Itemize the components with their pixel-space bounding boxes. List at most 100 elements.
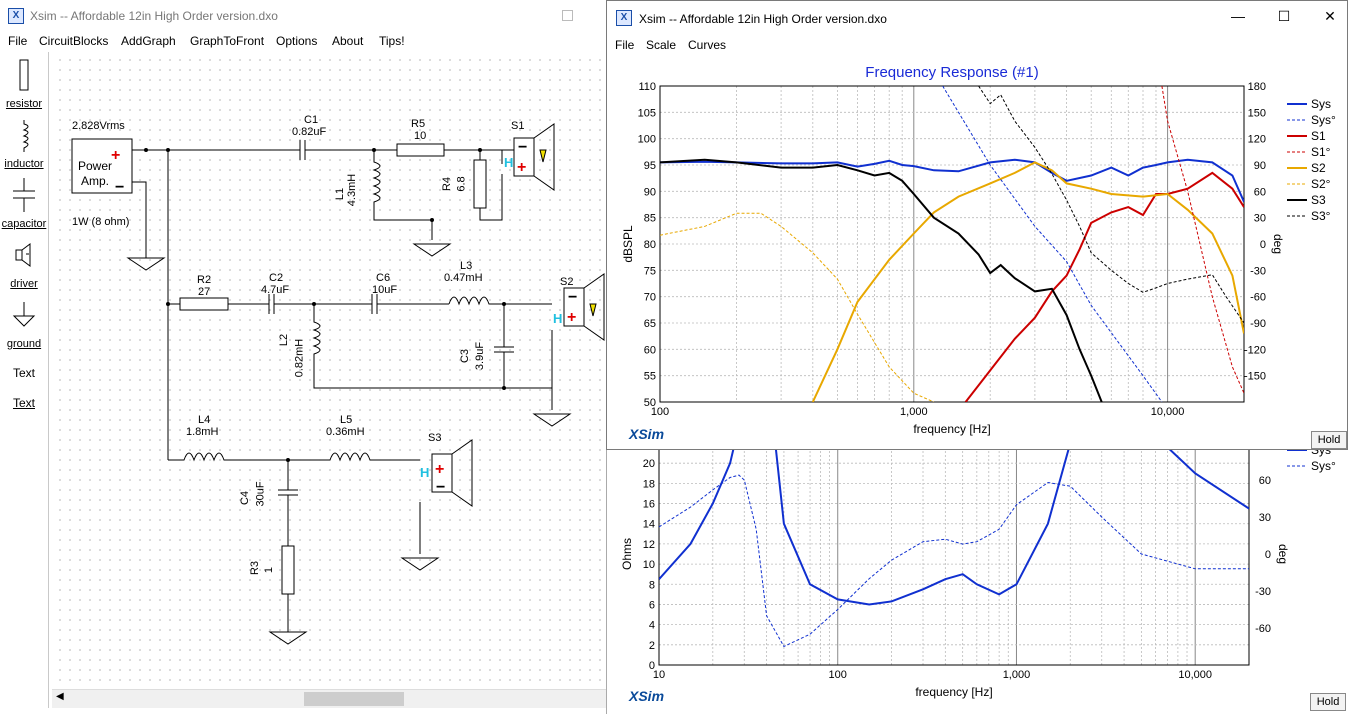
menu-file[interactable]: File bbox=[8, 34, 28, 48]
palette-label-driver[interactable]: driver bbox=[10, 278, 38, 290]
series-group bbox=[660, 86, 1244, 402]
inductor-tool[interactable]: inductor bbox=[0, 118, 48, 180]
hscroll-thumb[interactable] bbox=[304, 692, 404, 706]
series-line-sys-phase bbox=[659, 474, 1249, 648]
impedance-window: 101001,00010,000222018161412108642060300… bbox=[606, 446, 1348, 714]
s2-name: S2 bbox=[560, 276, 574, 288]
palette-label-ground[interactable]: ground bbox=[6, 338, 42, 350]
x-tick-label: 1,000 bbox=[900, 406, 928, 418]
palette-label-resistor[interactable]: resistor bbox=[5, 98, 43, 110]
close-button[interactable]: ✕ bbox=[1307, 1, 1348, 31]
x-tick-label: 10,000 bbox=[1178, 669, 1212, 681]
ground-tool[interactable]: ground bbox=[0, 298, 48, 360]
s3-name: S3 bbox=[428, 432, 442, 444]
legend-entry: S3 bbox=[1311, 193, 1326, 207]
y-tick-label: 110 bbox=[638, 81, 656, 93]
r4-value: 6.8 bbox=[455, 176, 468, 192]
resistor-tool[interactable]: resistor bbox=[0, 58, 48, 120]
close-icon: ✕ bbox=[1324, 8, 1336, 24]
legend-entry: S1° bbox=[1311, 145, 1331, 159]
menu-circuitblocks[interactable]: CircuitBlocks bbox=[39, 34, 109, 48]
schematic-canvas[interactable]: +− +− +− +− H H H 2.828Vrms Power Amp. 1… bbox=[52, 52, 606, 689]
palette-label-inductor[interactable]: inductor bbox=[4, 158, 44, 170]
c2-value: 4.7uF bbox=[261, 284, 290, 296]
series-line-s2-phase bbox=[660, 212, 935, 402]
l2-name: L2 bbox=[278, 333, 291, 347]
y2-axis-label: deg bbox=[1276, 544, 1290, 564]
y-tick-label: 75 bbox=[644, 265, 656, 277]
y-tick-label: 8 bbox=[649, 579, 655, 591]
driver-tool[interactable]: driver bbox=[0, 238, 48, 300]
y-axis-label: dBSPL bbox=[621, 225, 635, 263]
schematic-menubar: File CircuitBlocks AddGraph GraphToFront… bbox=[0, 31, 606, 51]
l3-name: L3 bbox=[460, 260, 473, 272]
schematic-hscrollbar[interactable]: ◀ bbox=[52, 689, 606, 708]
maximize-button[interactable]: ☐ bbox=[1261, 1, 1307, 31]
minimize-button[interactable]: — bbox=[1215, 1, 1261, 31]
svg-text:+: + bbox=[567, 309, 576, 326]
frequency-hold-button[interactable]: Hold bbox=[1311, 431, 1347, 449]
graph-menu-scale[interactable]: Scale bbox=[646, 38, 677, 52]
svg-text:−: − bbox=[568, 289, 577, 306]
l4-name: L4 bbox=[198, 414, 211, 426]
y-tick-label: 55 bbox=[644, 371, 656, 383]
frequency-window: X Xsim -- Affordable 12in High Order ver… bbox=[606, 0, 1348, 450]
l1-value: 4.3mH bbox=[346, 173, 359, 207]
window-title: Xsim -- Affordable 12in High Order versi… bbox=[30, 9, 278, 23]
menu-addgraph[interactable]: AddGraph bbox=[121, 34, 176, 48]
text-tool-label[interactable]: Text bbox=[12, 366, 35, 380]
menu-about[interactable]: About bbox=[332, 34, 364, 48]
impedance-hold-button[interactable]: Hold bbox=[1310, 693, 1346, 711]
source-voltage: 2.828Vrms bbox=[72, 120, 125, 132]
x-tick-label: 100 bbox=[651, 406, 669, 418]
ground-icon bbox=[12, 302, 36, 327]
legend-entry: Sys° bbox=[1311, 113, 1336, 127]
driver-icon bbox=[15, 243, 31, 267]
maximize-icon[interactable] bbox=[562, 10, 573, 21]
chart-title: Frequency Response (#1) bbox=[865, 64, 1038, 81]
menu-options[interactable]: Options bbox=[276, 34, 318, 48]
schematic-titlebar[interactable]: X Xsim -- Affordable 12in High Order ver… bbox=[0, 0, 606, 30]
graph-menu-curves[interactable]: Curves bbox=[688, 38, 727, 52]
r3-name: R3 bbox=[249, 560, 262, 576]
r2-value: 27 bbox=[198, 286, 211, 298]
scroll-left-icon[interactable]: ◀ bbox=[56, 691, 64, 702]
palette-label-capacitor[interactable]: capacitor bbox=[1, 218, 47, 230]
y-tick-label: 85 bbox=[644, 213, 656, 225]
series-line-s3-phase bbox=[978, 86, 1244, 324]
series-line-s3 bbox=[660, 158, 1103, 402]
app-icon: X bbox=[8, 8, 24, 24]
svg-text:H: H bbox=[553, 311, 562, 326]
text-tool[interactable]: Text bbox=[0, 366, 48, 390]
component-palette: resistor inductor capacitor driver groun… bbox=[0, 52, 49, 708]
y-tick-label: 18 bbox=[643, 478, 655, 490]
amp-label-amp: Amp. bbox=[81, 174, 110, 188]
r5-name: R5 bbox=[411, 118, 426, 130]
y2-tick-label: 60 bbox=[1254, 186, 1266, 198]
schematic-window: X Xsim -- Affordable 12in High Order ver… bbox=[0, 0, 606, 714]
svg-text:−: − bbox=[518, 139, 527, 156]
frequency-menubar: File Scale Curves bbox=[607, 35, 1347, 55]
svg-text:H: H bbox=[504, 155, 513, 170]
frequency-titlebar[interactable]: X Xsim -- Affordable 12in High Order ver… bbox=[607, 1, 1347, 31]
plot-frame bbox=[659, 85, 1245, 403]
y-tick-label: 20 bbox=[643, 458, 655, 470]
text-link-tool[interactable]: Text bbox=[0, 396, 48, 420]
y-axis-label: Ohms bbox=[620, 538, 634, 570]
series-line-s1 bbox=[964, 171, 1244, 402]
minimize-icon: — bbox=[1231, 8, 1245, 24]
svg-text:+: + bbox=[435, 461, 444, 478]
c6-value: 10uF bbox=[372, 284, 398, 296]
menu-tips[interactable]: Tips! bbox=[379, 34, 405, 48]
y-tick-label: 60 bbox=[644, 344, 656, 356]
capacitor-tool[interactable]: capacitor bbox=[0, 178, 48, 240]
l2-value: 0.82mH bbox=[293, 338, 306, 378]
power-amp-block[interactable] bbox=[71, 138, 133, 194]
c4-name: C4 bbox=[239, 490, 252, 506]
menu-graphtofront[interactable]: GraphToFront bbox=[190, 34, 265, 48]
y2-tick-label: -120 bbox=[1244, 344, 1266, 356]
r2-name: R2 bbox=[197, 274, 212, 286]
text-link-label[interactable]: Text bbox=[12, 396, 35, 410]
graph-menu-file[interactable]: File bbox=[615, 38, 635, 52]
